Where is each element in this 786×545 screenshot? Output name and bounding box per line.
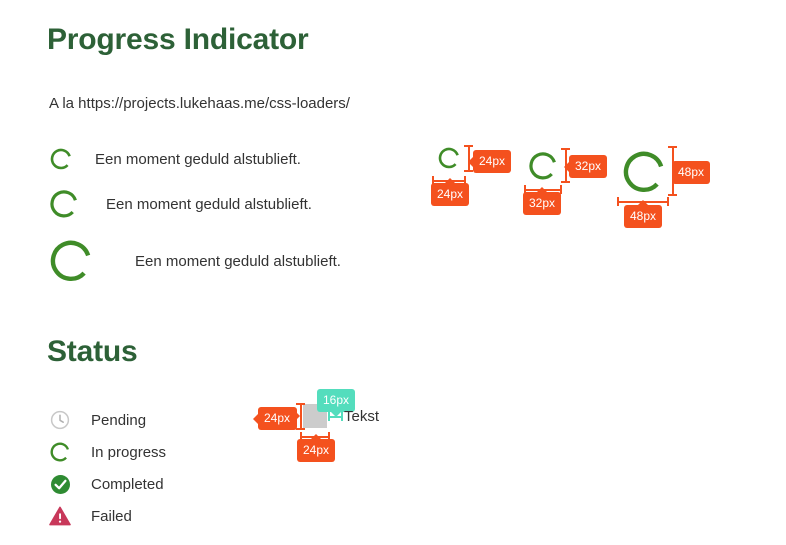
check-circle-icon: [48, 472, 72, 496]
callout-width-24: 24px: [431, 183, 470, 206]
callout-icon-width: 24px: [297, 439, 336, 462]
callout-gap: 16px: [317, 389, 356, 412]
warning-triangle-icon: [48, 504, 72, 528]
page-title: Progress Indicator: [47, 23, 309, 56]
callout-height-48: 48px: [672, 161, 711, 184]
spinner-icon: [49, 147, 73, 171]
status-label: Failed: [91, 507, 132, 525]
spinner-icon: [48, 188, 80, 220]
callout-icon-height-pointer: [295, 411, 300, 421]
status-label: In progress: [91, 443, 167, 461]
callout-height-32: 32px: [569, 155, 608, 178]
status-label: Pending: [91, 411, 147, 429]
callout-height-24: 24px: [473, 150, 512, 173]
demo-row-24: Een moment geduld alstublieft.: [49, 147, 301, 171]
spec-spinner-24: [437, 146, 461, 170]
clock-icon: [48, 408, 72, 432]
status-row-in-progress: In progress: [48, 436, 166, 468]
spec-spinner-32: [527, 150, 559, 182]
status-row-pending: Pending: [48, 404, 166, 436]
status-list: Pending In progress Completed Failed: [48, 404, 166, 532]
demo-row-48: Een moment geduld alstublieft.: [47, 237, 341, 285]
dimension-line-icon-height: [296, 403, 305, 430]
demo-label: Een moment geduld alstublieft.: [106, 195, 312, 213]
spinner-icon: [47, 237, 95, 285]
spec-text-sample: Tekst: [344, 408, 380, 425]
status-row-failed: Failed: [48, 500, 166, 532]
status-row-completed: Completed: [48, 468, 166, 500]
status-label: Completed: [91, 475, 164, 493]
demo-label: Een moment geduld alstublieft.: [95, 150, 301, 168]
spec-spinner-48: [620, 148, 668, 196]
spinner-icon: [48, 440, 72, 464]
callout-icon-height: 24px: [258, 407, 298, 430]
callout-width-48: 48px: [624, 205, 663, 228]
demo-label: Een moment geduld alstublieft.: [135, 252, 341, 270]
subtitle-source-url: A la https://projects.lukehaas.me/css-lo…: [49, 95, 350, 112]
status-section-title: Status: [47, 335, 138, 368]
callout-width-32: 32px: [523, 192, 562, 215]
demo-row-32: Een moment geduld alstublieft.: [48, 188, 312, 220]
